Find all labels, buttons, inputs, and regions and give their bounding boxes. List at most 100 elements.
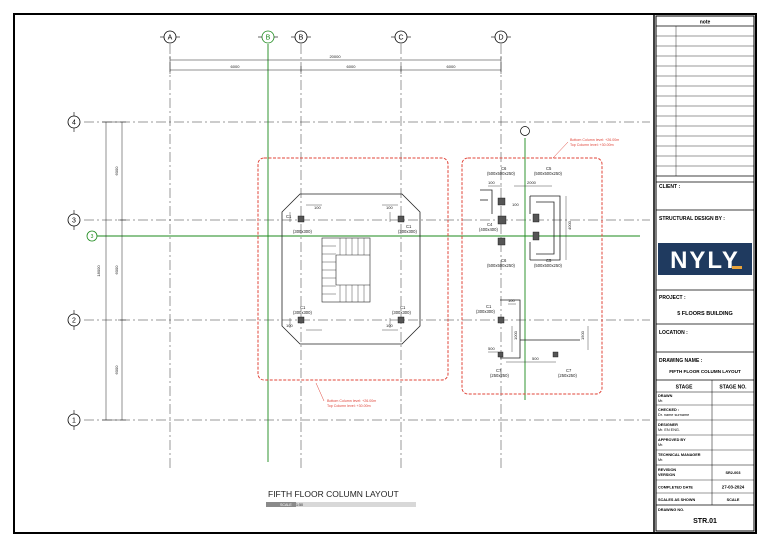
col-label-c4-id: C4 — [487, 222, 493, 227]
scale-value: 1:50 — [296, 503, 303, 507]
dim-right-100-c: 100 — [508, 298, 515, 303]
col-label-c6-top-id: C6 — [501, 166, 507, 171]
tb-structural-label: STRUCTURAL DESIGN BY : — [659, 216, 725, 222]
tb-designer-value: Mr. EN ENG. — [658, 428, 680, 432]
dim-bay-3: 6000 — [447, 64, 457, 69]
dim-right-100-b: 100 — [512, 202, 519, 207]
right-columns — [497, 197, 559, 358]
left-dimensions — [102, 121, 126, 421]
tb-note-header: note — [700, 20, 711, 26]
grid-label-3: 3 — [72, 218, 76, 225]
left-columns — [289, 204, 405, 331]
col-label-left-2-size: (300x300) — [398, 229, 417, 234]
grid-label-b: B — [299, 35, 304, 42]
tb-completed-value: 27-03-2024 — [722, 485, 745, 490]
company-logo — [658, 243, 752, 275]
dim-right-500-a: 500 — [532, 356, 539, 361]
column-right-c6a — [497, 197, 506, 206]
tb-approved-value: Mr. — [658, 443, 663, 447]
grid-label-4: 4 — [72, 120, 76, 127]
col-label-left-4-id: C1 — [400, 305, 406, 310]
tb-revision-label: REVISION — [658, 468, 676, 472]
col-label-c6-bot-id: C6 — [501, 258, 507, 263]
tb-scales-label: SCALES AS SHOWN — [658, 498, 695, 502]
note-left-bottom-level: Bottom Column level: +26.00m — [327, 399, 376, 403]
right-dim-lines — [488, 185, 589, 363]
right-core-walls — [480, 189, 580, 359]
dim-right-1500: 1500 — [580, 330, 585, 340]
col-label-left-3-size: (300x300) — [293, 310, 312, 315]
tb-drawn-value: Mr. — [658, 399, 663, 403]
company-logo-text: NYLY — [670, 247, 740, 274]
tb-drawing-no-value: STR.01 — [693, 518, 717, 525]
col-label-left-2-id: C1 — [406, 224, 412, 229]
col-label-left-3-id: C1 — [300, 305, 306, 310]
note-leader-right — [552, 141, 569, 159]
note-leader-left — [315, 382, 325, 402]
tb-drawing-name-label: DRAWING NAME : — [659, 358, 703, 364]
col-label-c4-size: (400x400) — [479, 227, 498, 232]
col-label-c1-right-id: C1 — [486, 304, 492, 309]
dim-right-2000: 2000 — [527, 180, 537, 185]
note-right-bottom-level: Bottom Column level: +26.00m — [570, 138, 619, 142]
grid-label-c: C — [398, 35, 403, 42]
col-label-c7b-size: (250x250) — [558, 373, 577, 378]
revision-cloud-right — [461, 157, 603, 395]
dim-bay-1: 6000 — [231, 64, 241, 69]
note-right-top-level: Top Column level: +30.00m — [570, 143, 614, 147]
tb-revision-value: SR2-003 — [726, 471, 741, 475]
tb-completed-label: COMPLETED DATE — [658, 486, 693, 490]
column-left-3 — [297, 316, 305, 324]
stair — [321, 237, 371, 303]
column-left-4 — [397, 316, 405, 324]
tb-drawing-no-label: DRAWING NO. — [658, 508, 684, 512]
column-right-c5a — [532, 213, 540, 223]
col-label-c7b-id: C7 — [566, 368, 572, 373]
dim-right-4000: 4000 — [567, 220, 572, 230]
col-label-c7a-size: (250x250) — [490, 373, 509, 378]
tb-technical-label: TECHNICAL MANAGER — [658, 453, 701, 457]
col-label-c1-right-size: (300x300) — [476, 309, 495, 314]
dim-vertical-total: 18000 — [96, 265, 101, 277]
col-label-left-1-size: (300x300) — [293, 229, 312, 234]
dim-right-1000: 1000 — [513, 330, 518, 340]
dim-vertical-3: 6000 — [114, 365, 119, 375]
revision-cloud-left — [257, 157, 449, 381]
tb-designer-label: DESIGNER — [658, 423, 678, 427]
dim-left-100-a: 100 — [314, 205, 321, 210]
drawing-title: FIFTH FLOOR COLUMN LAYOUT — [268, 489, 399, 499]
grid-bubbles — [67, 30, 530, 430]
sheet-border — [13, 13, 757, 534]
scale-label: SCALE — [280, 503, 292, 507]
title-block — [655, 15, 755, 532]
column-right-c5b — [532, 231, 540, 241]
column-right-c7a — [497, 351, 504, 358]
dim-vertical-2: 6000 — [114, 265, 119, 275]
dim-overall: 20000 — [329, 54, 341, 59]
col-label-c5-top-size: (500x500x250) — [534, 171, 563, 176]
tb-drawn-label: DRAWN — [658, 394, 673, 398]
dim-left-100-b: 100 — [386, 205, 393, 210]
column-left-2 — [397, 215, 405, 223]
tb-location-label: LOCATION : — [659, 330, 688, 336]
dim-left-100-d: 100 — [386, 323, 393, 328]
grid-label-a: A — [168, 35, 173, 42]
dim-right-500-b: 500 — [488, 346, 495, 351]
col-label-c6-bot-size: (500x500x250) — [487, 263, 516, 268]
grid-label-b-section: B — [266, 35, 271, 42]
grid-label-d: D — [498, 35, 503, 42]
dim-left-100-c: 100 — [286, 323, 293, 328]
core-wall-outline — [281, 193, 421, 345]
tb-drawing-name-value: FIFTH FLOOR COLUMN LAYOUT — [669, 369, 741, 374]
tb-stage-no-label: STAGE NO. — [719, 385, 747, 391]
top-dimensions — [169, 56, 502, 74]
col-label-c6-top-size: (500x500x250) — [487, 171, 516, 176]
dim-bay-2: 6000 — [347, 64, 357, 69]
tb-checked-label: CHECKED : — [658, 408, 679, 412]
col-label-left-1-id: C1 — [286, 214, 292, 219]
tb-revision-sub: VERSION — [658, 473, 675, 477]
tb-project-value: 5 FLOORS BUILDING — [677, 311, 733, 317]
tb-client-label: CLIENT : — [659, 184, 680, 190]
note-left-top-level: Top Column level: +30.00m — [327, 404, 371, 408]
